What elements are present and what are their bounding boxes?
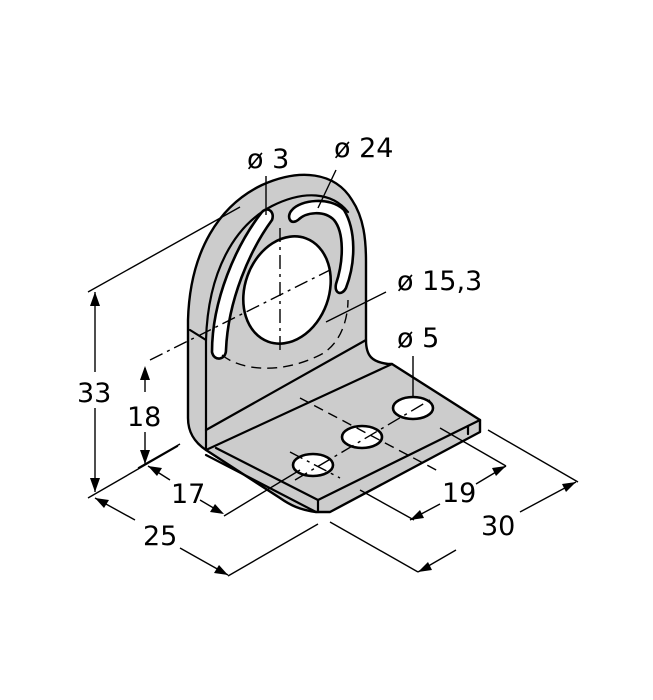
label-total-height: 33 [77, 378, 111, 409]
label-hole-offset: 17 [171, 479, 205, 510]
label-center-bore: ø 15,3 [397, 266, 482, 297]
label-depth: 30 [481, 511, 515, 542]
center-bore [241, 235, 333, 345]
mount-hole-3 [391, 395, 435, 421]
label-mount-holes: ø 5 [397, 323, 439, 354]
mount-hole-2 [340, 424, 384, 450]
base-holes [289, 395, 441, 481]
mount-hole-1 [291, 452, 335, 478]
label-bore-center-height: 18 [127, 402, 161, 433]
label-slot-width: ø 3 [247, 144, 289, 175]
flange-features [149, 199, 355, 369]
label-width: 25 [143, 521, 177, 552]
dimension-lines [87, 169, 579, 577]
label-bolt-circle: ø 24 [334, 133, 393, 164]
arc-slot-right [287, 199, 355, 295]
label-hole-spacing: 19 [442, 478, 476, 509]
dimension-labels: ø 3 ø 24 ø 15,3 ø 5 33 18 17 25 19 30 [77, 133, 515, 552]
